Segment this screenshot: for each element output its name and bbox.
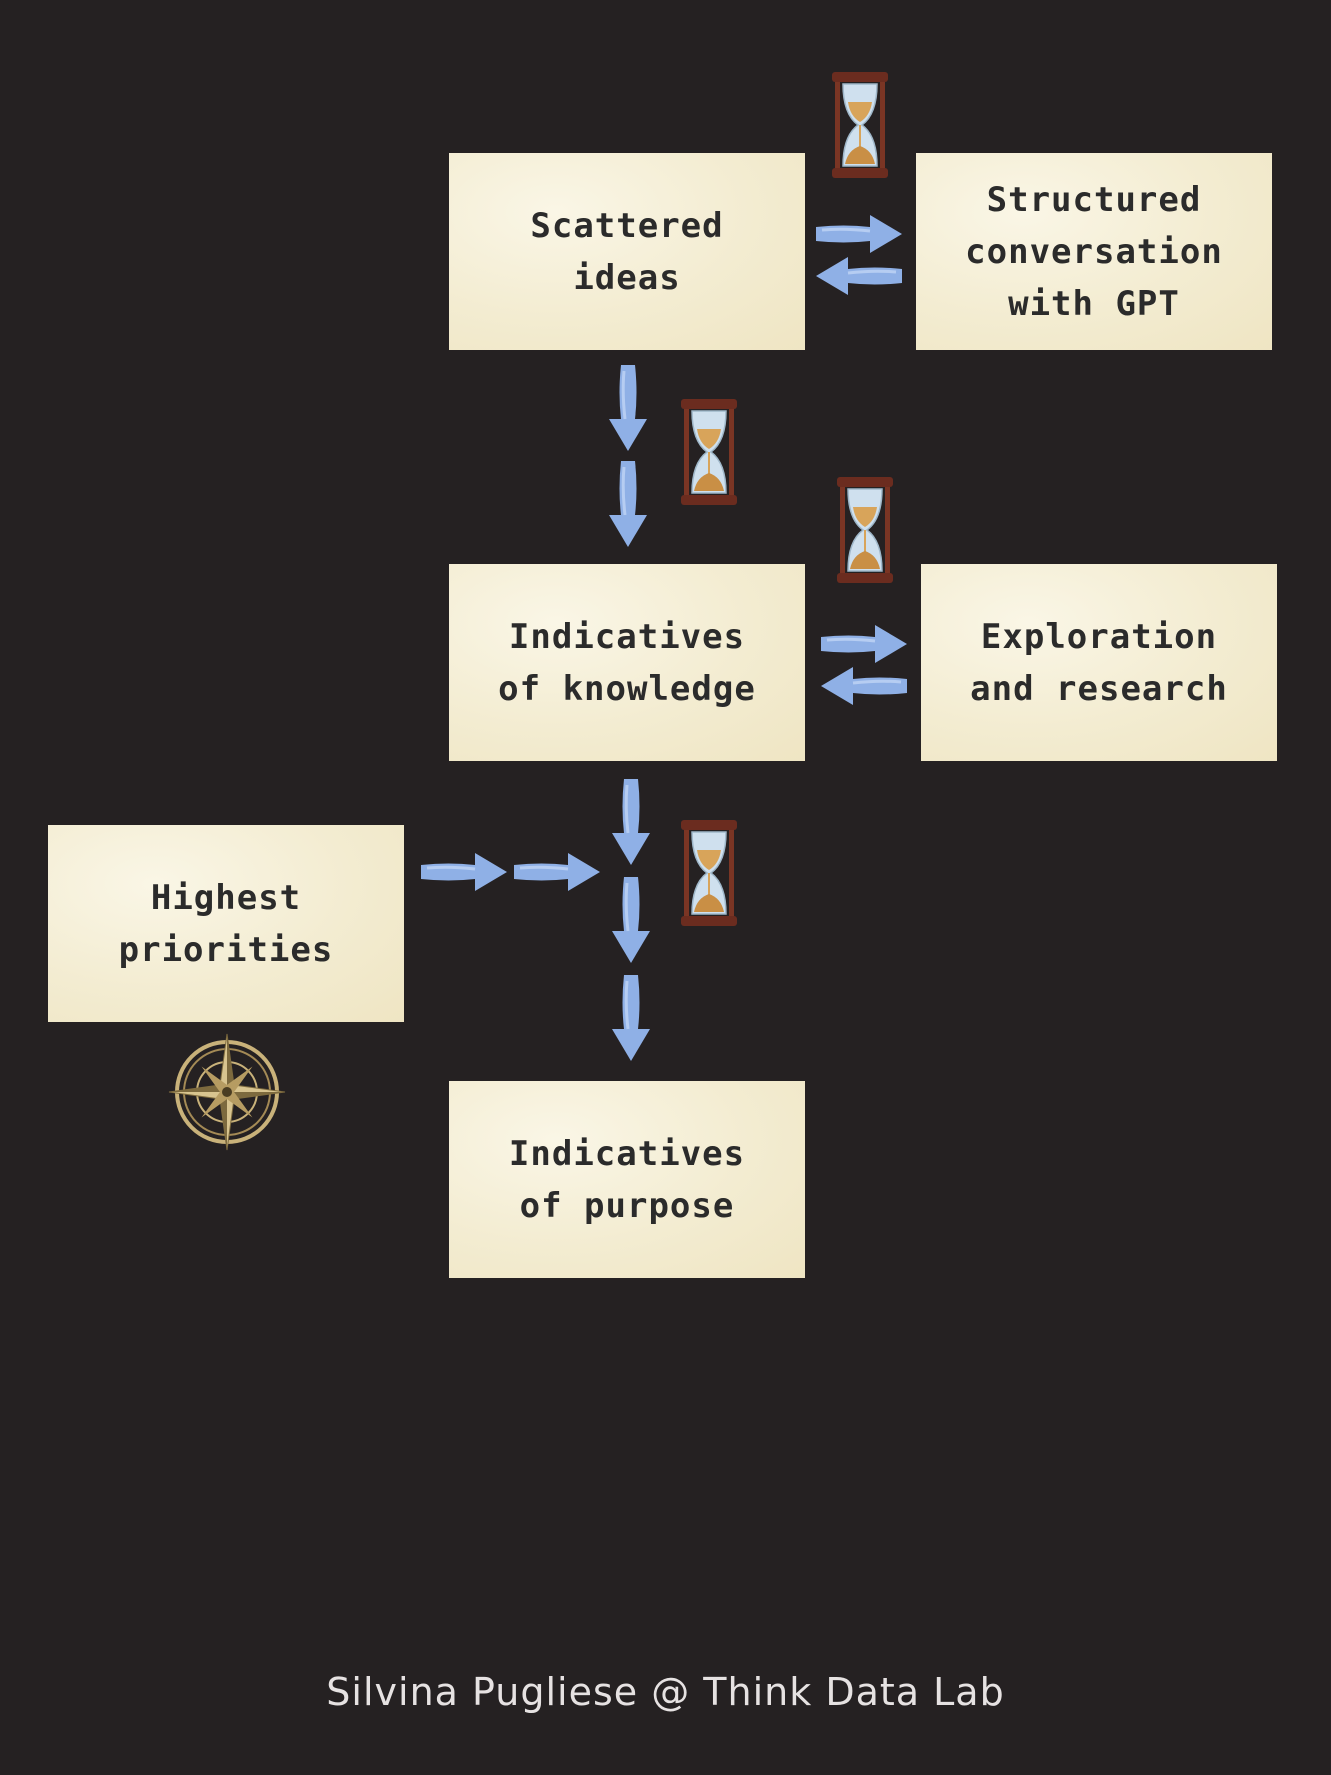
arrow-down-4 (610, 875, 652, 965)
node-label: Indicatives of knowledge (498, 616, 756, 709)
node-indicatives-purpose: Indicatives of purpose (449, 1081, 805, 1278)
node-structured-conversation: Structured conversation with GPT (916, 153, 1272, 350)
compass-icon (168, 1033, 286, 1151)
node-label: Indicatives of purpose (508, 1133, 746, 1226)
arrow-down-2 (607, 459, 649, 549)
node-exploration-research: Exploration and research (921, 564, 1277, 761)
arrow-left-to-knowledge (819, 665, 909, 707)
arrow-down-5 (610, 973, 652, 1063)
node-label: Scattered ideas (530, 205, 724, 298)
hourglass-icon (836, 477, 894, 583)
arrow-down-1 (607, 363, 649, 453)
node-highest-priorities: Highest priorities (48, 825, 404, 1022)
hourglass-icon (831, 72, 889, 178)
arrow-right-priorities-2 (512, 851, 602, 893)
arrow-right-priorities-1 (419, 851, 509, 893)
node-indicatives-knowledge: Indicatives of knowledge (449, 564, 805, 761)
node-scattered-ideas: Scattered ideas (449, 153, 805, 350)
hourglass-icon (680, 399, 738, 505)
arrow-right-to-conversation (814, 213, 904, 255)
node-label: Exploration and research (970, 616, 1228, 709)
hourglass-icon (680, 820, 738, 926)
arrow-down-3 (610, 777, 652, 867)
node-label: Structured conversation with GPT (965, 179, 1223, 324)
node-label: Highest priorities (118, 877, 334, 970)
arrow-right-to-exploration (819, 623, 909, 665)
arrow-left-to-scattered (814, 255, 904, 297)
footer-credit: Silvina Pugliese @ Think Data Lab (326, 1670, 1005, 1714)
